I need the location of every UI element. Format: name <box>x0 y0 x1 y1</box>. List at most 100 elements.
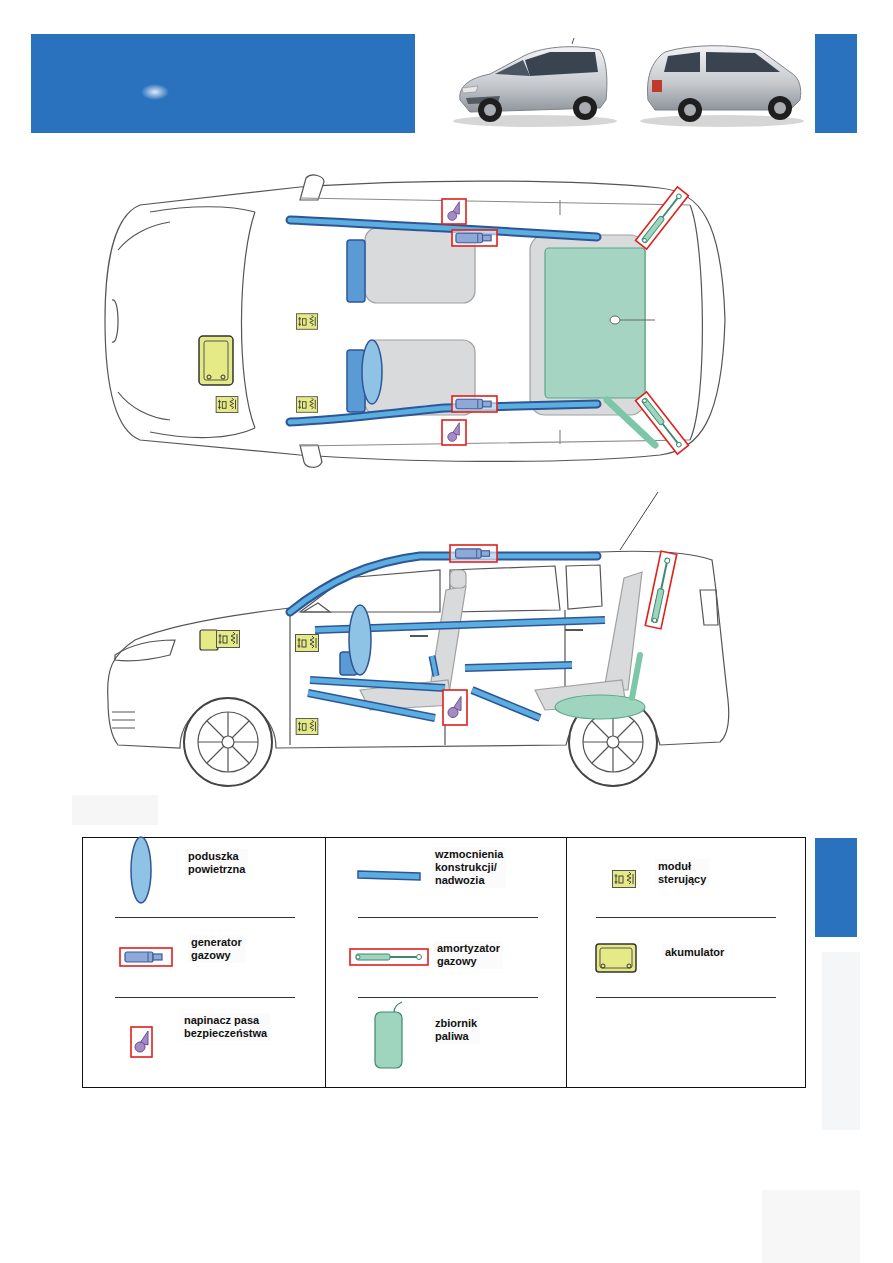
gas-strut-frame <box>636 187 689 249</box>
legend-label: generator gazowy <box>188 935 245 963</box>
reinforcement <box>432 656 436 676</box>
door-handle <box>410 630 583 636</box>
pretensioner-frame <box>443 690 467 725</box>
reinforcement <box>472 690 540 718</box>
legend-entry: amortyzator gazowy <box>434 941 503 969</box>
legend-rule <box>115 918 776 998</box>
legend-entry: generator gazowy <box>188 935 245 963</box>
car-window <box>706 52 780 72</box>
legend <box>83 837 806 1088</box>
battery-terminal <box>221 375 225 379</box>
gas-strut-frame <box>645 551 676 629</box>
legend-label: poduszka powietrzna <box>185 849 248 877</box>
car-wheel <box>678 98 702 122</box>
car-outline <box>105 181 725 461</box>
battery <box>199 336 233 385</box>
strut-sample <box>356 954 422 960</box>
window <box>566 565 602 609</box>
header-glow <box>141 84 169 100</box>
gas-strut <box>636 187 689 249</box>
grille-line <box>112 300 118 342</box>
reinforcement <box>465 665 572 668</box>
top-view-parts <box>199 187 688 454</box>
car-wheel <box>768 96 792 120</box>
battery-sample-detail <box>600 948 632 968</box>
reinforcement <box>432 656 436 676</box>
hood-line <box>150 207 255 438</box>
side-tab <box>815 34 857 133</box>
faint-panel <box>762 1190 860 1263</box>
headlight-line <box>118 222 170 420</box>
side-tab <box>815 838 857 937</box>
reinforcement <box>465 665 572 668</box>
gas-generator <box>456 549 490 558</box>
antenna <box>620 492 658 550</box>
mirror <box>300 175 324 200</box>
legend-frame <box>83 838 806 1088</box>
battery <box>200 630 218 650</box>
car-rim <box>484 104 496 116</box>
taillight <box>700 590 718 625</box>
battery-sample <box>596 944 636 972</box>
legend-label: moduł sterujący <box>655 859 709 887</box>
gas-strut <box>651 558 670 623</box>
wheel <box>184 698 272 786</box>
battery-detail <box>204 341 228 380</box>
fuel-pipe <box>632 655 640 698</box>
spoke <box>198 712 258 772</box>
mirror <box>300 445 322 467</box>
top-view <box>105 175 725 467</box>
gas-generator <box>456 399 491 409</box>
pretensioner-sample-frame <box>131 1027 152 1057</box>
airbag-sample <box>131 837 151 903</box>
battery-sample-terminal <box>627 964 631 968</box>
legend-entry: moduł sterujący <box>655 859 709 887</box>
fuel-tank <box>545 248 645 398</box>
reinforcement <box>310 680 445 688</box>
car-rim <box>684 104 696 116</box>
legend-entry: napinacz pasa bezpieczeństwa <box>181 1013 270 1041</box>
legend-label: wzmocnienia konstrukcji/ nadwozia <box>432 847 506 888</box>
control-module <box>216 396 238 412</box>
car-antenna <box>572 38 574 44</box>
car-rim <box>579 102 591 114</box>
pretensioner <box>448 202 460 221</box>
reinforcement-sample <box>358 871 420 880</box>
rear-window-line <box>690 205 702 440</box>
faint-panel <box>822 952 860 1130</box>
window <box>450 566 560 612</box>
windshield-line <box>241 212 255 428</box>
strut-sample-frame <box>350 949 428 965</box>
gas-strut-frame <box>636 392 689 454</box>
car-wheel <box>478 98 502 122</box>
legend-entry: wzmocnienia konstrukcji/ nadwozia <box>432 847 506 888</box>
legend-divider <box>325 838 326 1087</box>
control-module <box>296 397 317 413</box>
legend-label: akumulator <box>662 945 727 960</box>
gas-strut <box>641 398 682 449</box>
gas-strut <box>645 551 676 629</box>
legend-label: amortyzator gazowy <box>434 941 503 969</box>
car-photo <box>640 46 804 127</box>
header-bar <box>31 34 415 133</box>
headlight <box>115 640 175 661</box>
side-view <box>108 492 729 786</box>
battery-sample-terminal <box>601 964 605 968</box>
rim <box>198 712 258 772</box>
gas-generator <box>456 233 491 243</box>
reinforcement <box>310 680 445 688</box>
rear-seat <box>530 235 645 415</box>
pretensioner-frame <box>442 420 466 445</box>
legend-label: napinacz pasa bezpieczeństwa <box>181 1013 270 1041</box>
generator-sample <box>125 952 162 962</box>
reinforcement <box>472 690 540 718</box>
gas-strut <box>641 193 682 244</box>
airbag <box>362 340 382 404</box>
gas-generator-frame <box>450 545 497 562</box>
reinforcement <box>308 693 435 718</box>
airbag <box>349 605 371 675</box>
reinforcement <box>308 693 435 718</box>
car-rim <box>774 102 786 114</box>
